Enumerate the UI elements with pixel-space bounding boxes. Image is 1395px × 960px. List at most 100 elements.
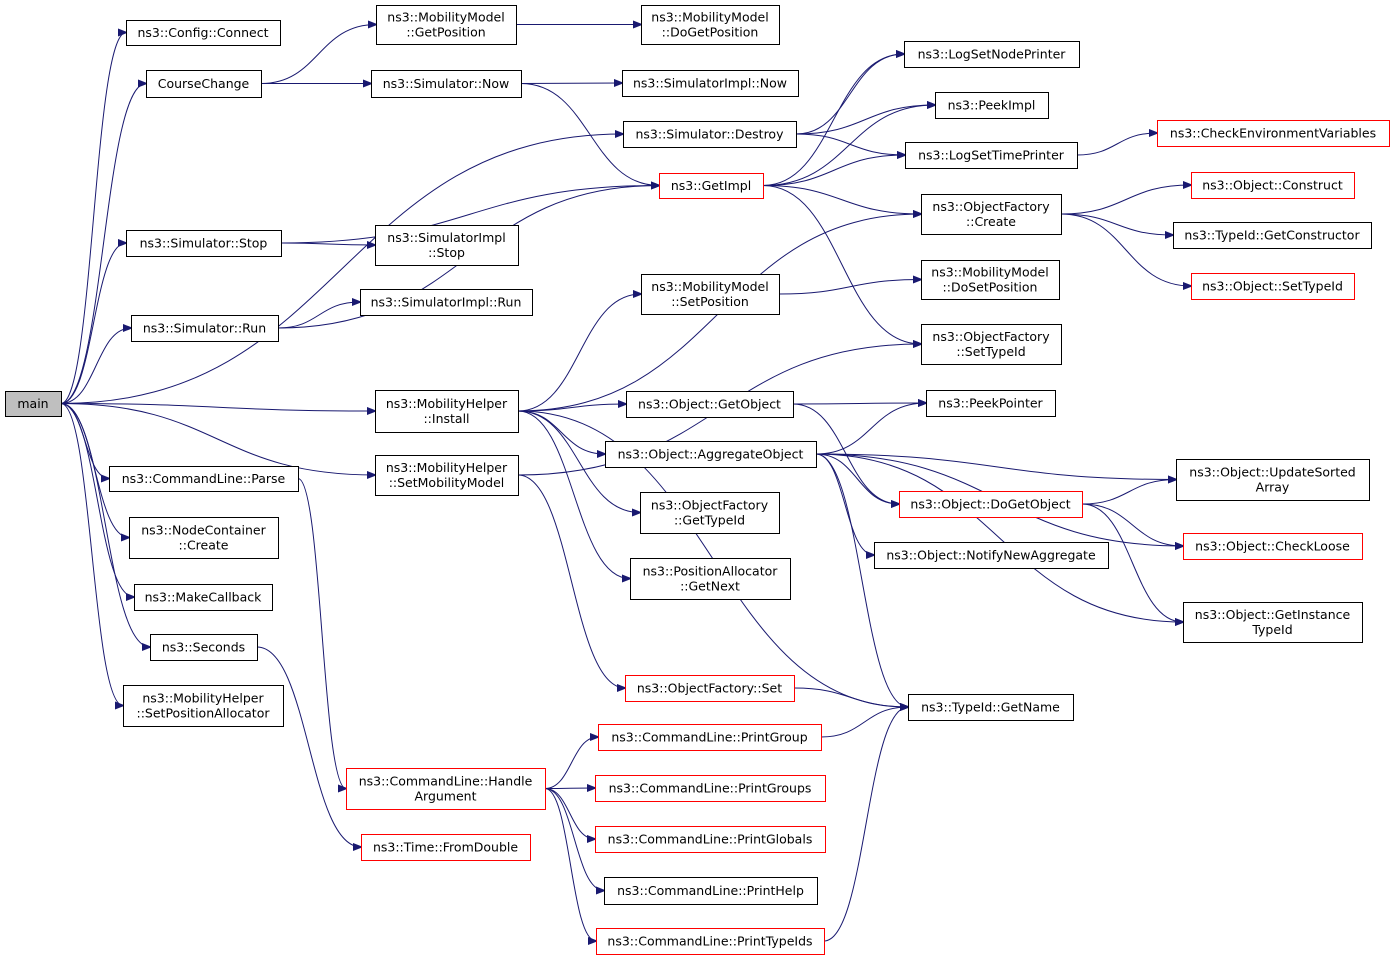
node-label: ns3::CommandLine::Handle [359, 774, 533, 789]
node-box [375, 225, 519, 266]
node-peekpointer[interactable]: ns3::PeekPointer [926, 390, 1056, 417]
node-label: ns3::MobilityModel [387, 10, 504, 25]
node-mh-install[interactable]: ns3::MobilityHelper::Install [375, 390, 519, 433]
node-log-nodeprinter[interactable]: ns3::LogSetNodePrinter [904, 41, 1080, 68]
node-mh-setmm[interactable]: ns3::MobilityHelper::SetMobilityModel [375, 455, 519, 496]
node-typeid-getname[interactable]: ns3::TypeId::GetName [908, 694, 1074, 721]
edge-main-to-make_callback [60, 403, 134, 598]
edge-sim_destroy-to-peekimpl [795, 105, 935, 135]
node-cl-printhelp[interactable]: ns3::CommandLine::PrintHelp [604, 877, 818, 905]
node-cl-printtypeids[interactable]: ns3::CommandLine::PrintTypeIds [596, 928, 825, 955]
node-check-env[interactable]: ns3::CheckEnvironmentVariables [1157, 120, 1390, 147]
node-label: ns3::GetImpl [671, 178, 751, 193]
node-obj-checkloose[interactable]: ns3::Object::CheckLoose [1183, 533, 1363, 560]
node-config-connect[interactable]: ns3::Config::Connect [126, 20, 281, 46]
node-label: ns3::MobilityModel [931, 265, 1048, 280]
node-sim-stop[interactable]: ns3::Simulator::Stop [126, 230, 282, 257]
node-mm-setpos[interactable]: ns3::MobilityModel::SetPosition [641, 274, 780, 315]
node-time-fromdouble[interactable]: ns3::Time::FromDouble [361, 834, 531, 861]
edge-obj_dogetobject-to-obj_getinsttypeid [1081, 503, 1183, 622]
node-label: ns3::MobilityHelper [142, 691, 264, 706]
node-of-settypeid[interactable]: ns3::ObjectFactory::SetTypeId [921, 324, 1062, 365]
node-box [1191, 273, 1355, 300]
node-sim-now[interactable]: ns3::Simulator::Now [371, 70, 522, 98]
node-cl-parse[interactable]: ns3::CommandLine::Parse [109, 466, 299, 492]
node-box [371, 70, 522, 98]
call-edges [60, 25, 1191, 942]
node-mh-setposalloc[interactable]: ns3::MobilityHelper::SetPositionAllocato… [123, 685, 284, 727]
node-label: ::SetMobilityModel [389, 475, 505, 490]
node-make-callback[interactable]: ns3::MakeCallback [134, 584, 273, 611]
node-simimpl-run[interactable]: ns3::SimulatorImpl::Run [360, 289, 533, 316]
node-cl-printgroups[interactable]: ns3::CommandLine::PrintGroups [595, 775, 826, 802]
node-mm-dogetpos[interactable]: ns3::MobilityModel::DoGetPosition [641, 5, 780, 45]
node-box [641, 5, 780, 45]
node-label: ::Create [966, 214, 1016, 229]
node-label: ::SetTypeId [956, 344, 1025, 359]
node-obj-construct[interactable]: ns3::Object::Construct [1191, 172, 1355, 199]
edge-sim_run-to-simimpl_run [277, 302, 360, 329]
node-box [640, 492, 780, 534]
node-box [361, 834, 531, 861]
node-label: ::Install [423, 411, 469, 426]
edge-obj_aggregate-to-obj_updatesorted [815, 453, 1176, 480]
node-box [126, 20, 281, 46]
node-simimpl-now[interactable]: ns3::SimulatorImpl::Now [622, 70, 799, 97]
node-box [908, 694, 1074, 721]
node-box [1173, 222, 1372, 249]
node-cl-printglobals[interactable]: ns3::CommandLine::PrintGlobals [595, 826, 826, 853]
edge-cl_handlearg-to-cl_printhelp [544, 788, 604, 891]
node-of-set[interactable]: ns3::ObjectFactory::Set [625, 675, 795, 702]
node-sim-run[interactable]: ns3::Simulator::Run [131, 315, 279, 342]
node-obj-notifynewagg[interactable]: ns3::Object::NotifyNewAggregate [874, 542, 1109, 569]
node-mm-getpos[interactable]: ns3::MobilityModel::GetPosition [376, 5, 517, 45]
node-box [926, 390, 1056, 417]
node-label: ns3::ObjectFactory [651, 498, 769, 513]
node-label: ns3::MobilityHelper [386, 396, 508, 411]
edge-obj_getobject-to-peekpointer [792, 403, 926, 404]
node-obj-dogetobject[interactable]: ns3::Object::DoGetObject [899, 491, 1083, 518]
node-course-change[interactable]: CourseChange [146, 70, 262, 98]
node-obj-getobject[interactable]: ns3::Object::GetObject [626, 391, 794, 418]
edge-obj_aggregate-to-obj_notifynewagg [815, 453, 874, 555]
node-box [1157, 120, 1390, 147]
node-log-timeprinter[interactable]: ns3::LogSetTimePrinter [905, 142, 1078, 169]
node-mm-dosetpos[interactable]: ns3::MobilityModel::DoSetPosition [921, 260, 1060, 300]
node-obj-settypeid[interactable]: ns3::Object::SetTypeId [1191, 273, 1355, 300]
node-cl-printgroup[interactable]: ns3::CommandLine::PrintGroup [598, 724, 822, 751]
node-label: ns3::TypeId::GetName [921, 700, 1060, 715]
node-typeid-getctor[interactable]: ns3::TypeId::GetConstructor [1173, 222, 1372, 249]
node-label: ::Create [179, 538, 229, 553]
node-pa-getnext[interactable]: ns3::PositionAllocator::GetNext [630, 558, 791, 600]
node-label: ns3::MobilityModel [651, 10, 768, 25]
node-label: TypeId [1251, 622, 1292, 637]
node-obj-aggregate[interactable]: ns3::Object::AggregateObject [605, 441, 817, 468]
node-label: ns3::CommandLine::PrintHelp [617, 883, 804, 898]
node-of-gettypeid[interactable]: ns3::ObjectFactory::GetTypeId [640, 492, 780, 534]
edge-log_timeprinter-to-check_env [1076, 133, 1157, 156]
node-simimpl-stop[interactable]: ns3::SimulatorImpl::Stop [375, 225, 519, 266]
node-box [874, 542, 1109, 569]
node-box [123, 685, 284, 727]
node-nc-create[interactable]: ns3::NodeContainer::Create [129, 517, 279, 559]
node-label: ns3::CheckEnvironmentVariables [1170, 126, 1376, 141]
node-box [376, 5, 517, 45]
node-getimpl[interactable]: ns3::GetImpl [659, 173, 764, 199]
edge-obj_dogetobject-to-obj_updatesorted [1081, 480, 1176, 505]
edge-getimpl-to-of_settypeid [762, 185, 921, 345]
node-peekimpl[interactable]: ns3::PeekImpl [935, 92, 1049, 119]
node-seconds[interactable]: ns3::Seconds [150, 634, 258, 661]
node-box [921, 324, 1062, 365]
function-nodes: mainns3::Config::ConnectCourseChangens3:… [5, 5, 1390, 955]
node-label: ns3::Simulator::Now [383, 76, 510, 91]
node-box [5, 391, 62, 417]
node-of-create[interactable]: ns3::ObjectFactory::Create [921, 194, 1062, 235]
node-box [134, 584, 273, 611]
node-sim-destroy[interactable]: ns3::Simulator::Destroy [623, 121, 797, 148]
node-main[interactable]: main [5, 391, 62, 417]
edge-main-to-sim_stop [60, 243, 126, 404]
node-label: ns3::NodeContainer [141, 523, 266, 538]
